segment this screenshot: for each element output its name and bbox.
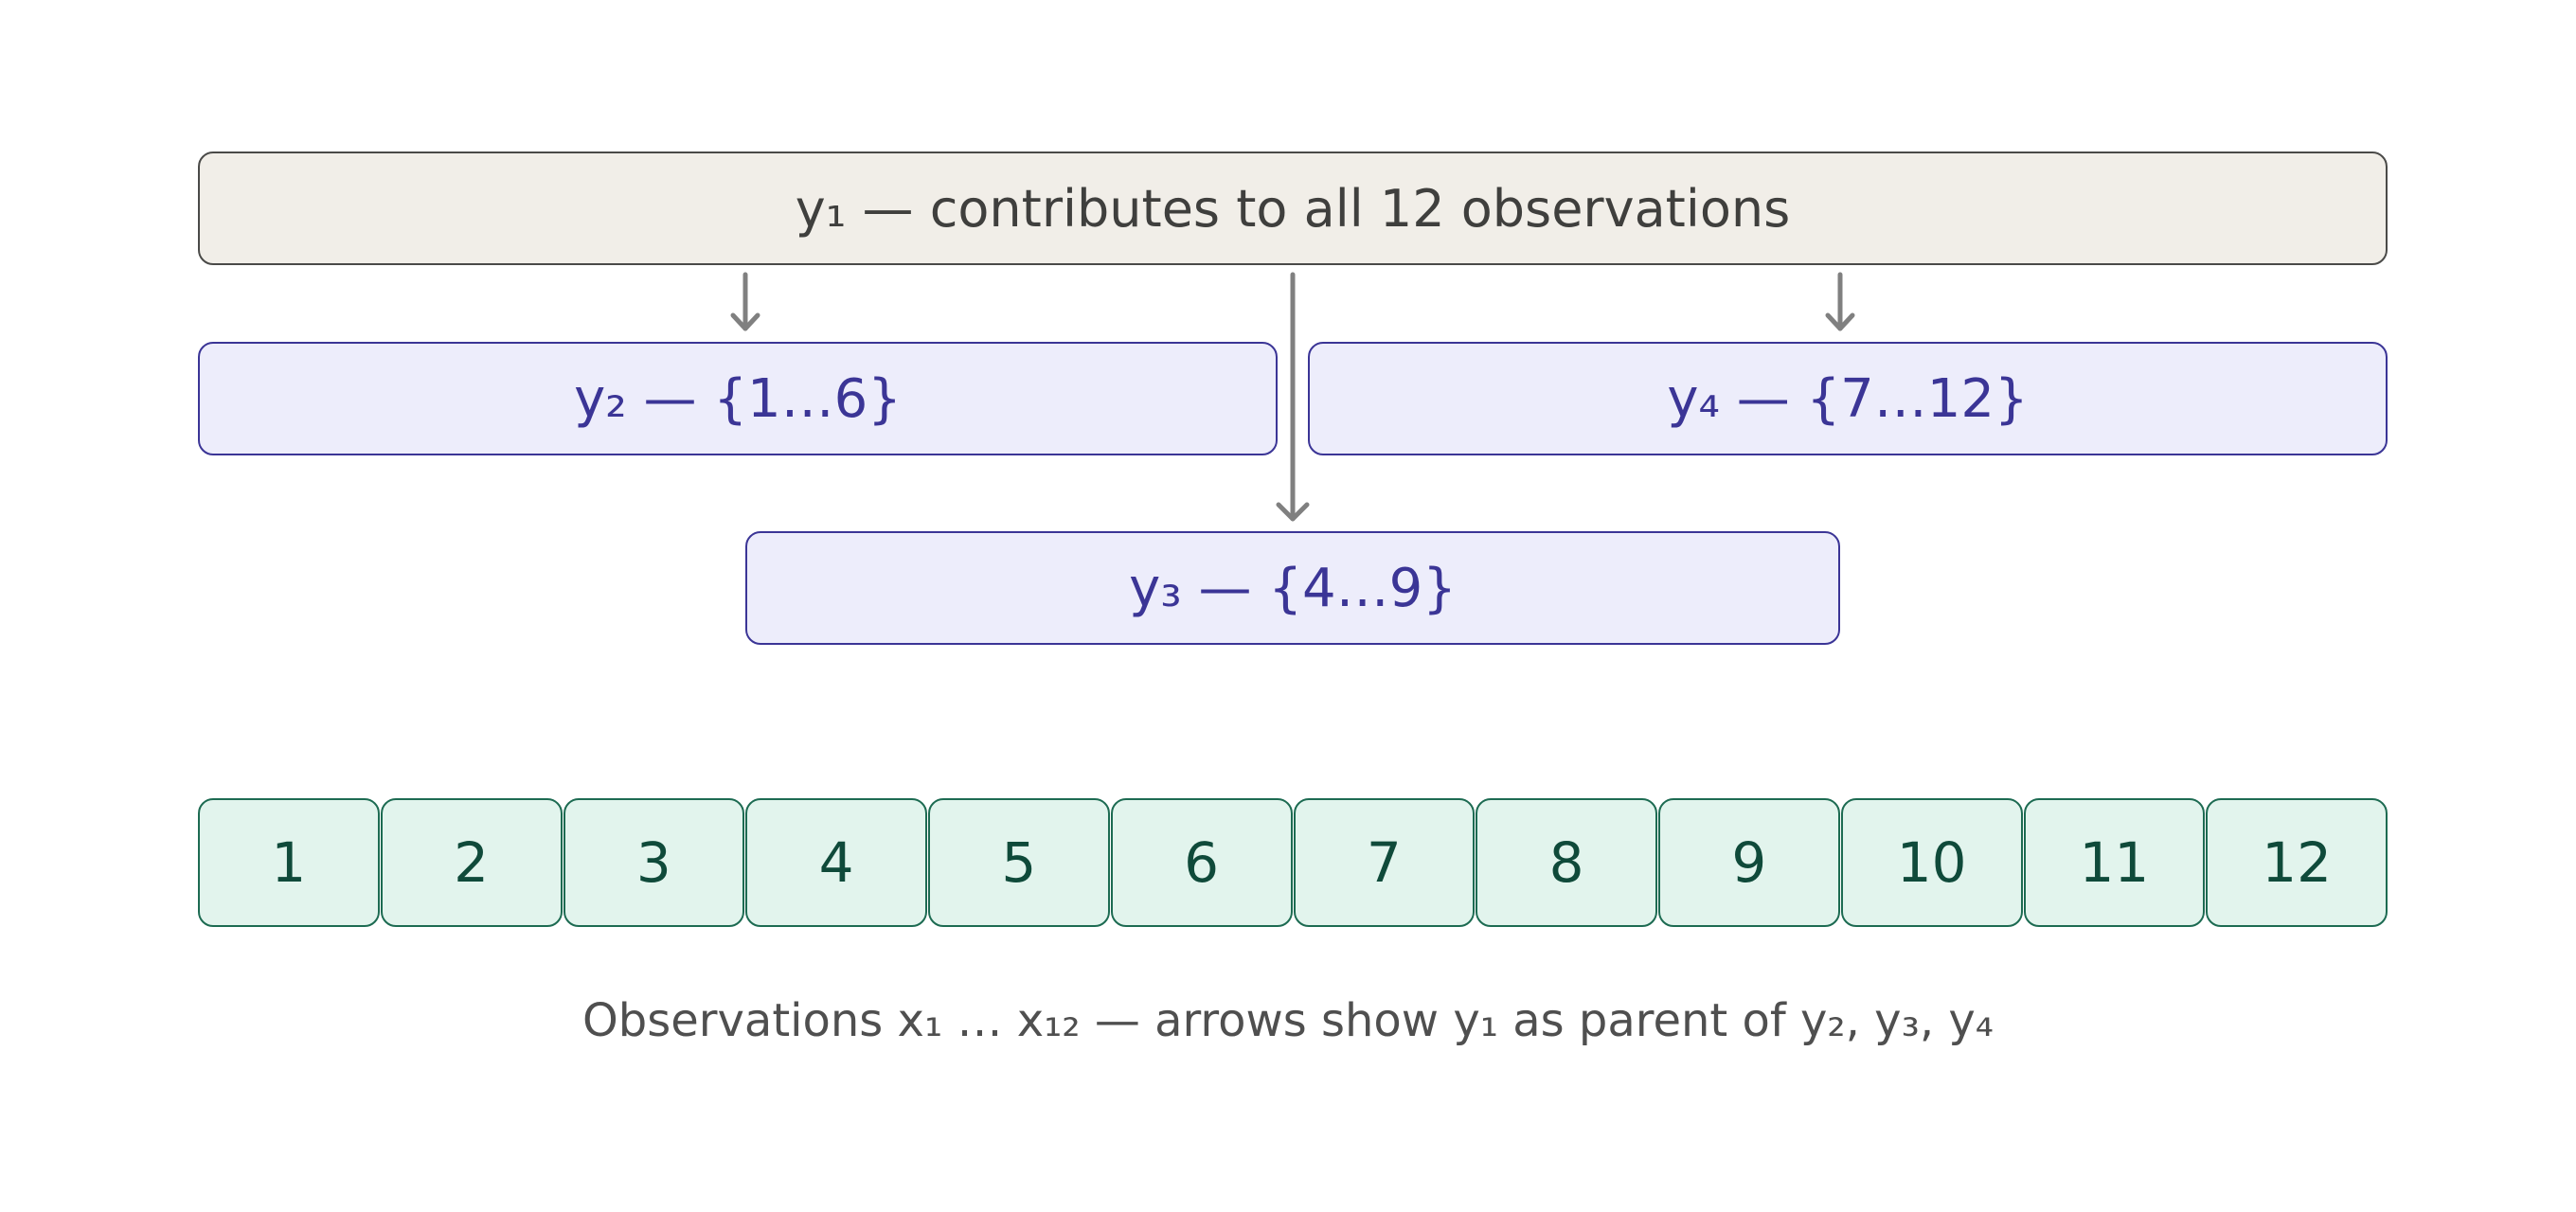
node-y1: y₁ — contributes to all 12 observations (198, 152, 2388, 265)
node-y2-label: y₂ — {1…6} (574, 367, 902, 430)
observation-cell: 7 (1293, 798, 1476, 927)
observation-cell: 5 (928, 798, 1110, 927)
caption: Observations x₁ … x₁₂ — arrows show y₁ a… (582, 994, 1994, 1047)
observation-cell: 9 (1658, 798, 1840, 927)
node-y3-label: y₃ — {4…9} (1129, 557, 1457, 619)
node-y4: y₄ — {7…12} (1308, 342, 2388, 455)
node-y2: y₂ — {1…6} (198, 342, 1278, 455)
observation-cell: 3 (563, 798, 745, 927)
observation-cell: 8 (1476, 798, 1657, 927)
observation-cell: 12 (2206, 798, 2388, 927)
node-y3: y₃ — {4…9} (745, 531, 1840, 645)
observation-cell: 2 (380, 798, 563, 927)
arrow-y1-to-y2 (730, 272, 760, 331)
observation-cell: 4 (745, 798, 927, 927)
node-y1-label: y₁ — contributes to all 12 observations (795, 178, 1791, 239)
node-y4-label: y₄ — {7…12} (1667, 367, 2029, 430)
observation-cell: 11 (2023, 798, 2206, 927)
arrow-y1-to-y4 (1825, 272, 1855, 331)
observation-cell: 10 (1840, 798, 2023, 927)
arrow-y1-to-y3 (1276, 272, 1310, 522)
observation-cell: 1 (198, 798, 380, 927)
observation-cell: 6 (1110, 798, 1293, 927)
observations-row: 1 2 3 4 5 6 7 8 9 10 11 12 (198, 798, 2388, 927)
